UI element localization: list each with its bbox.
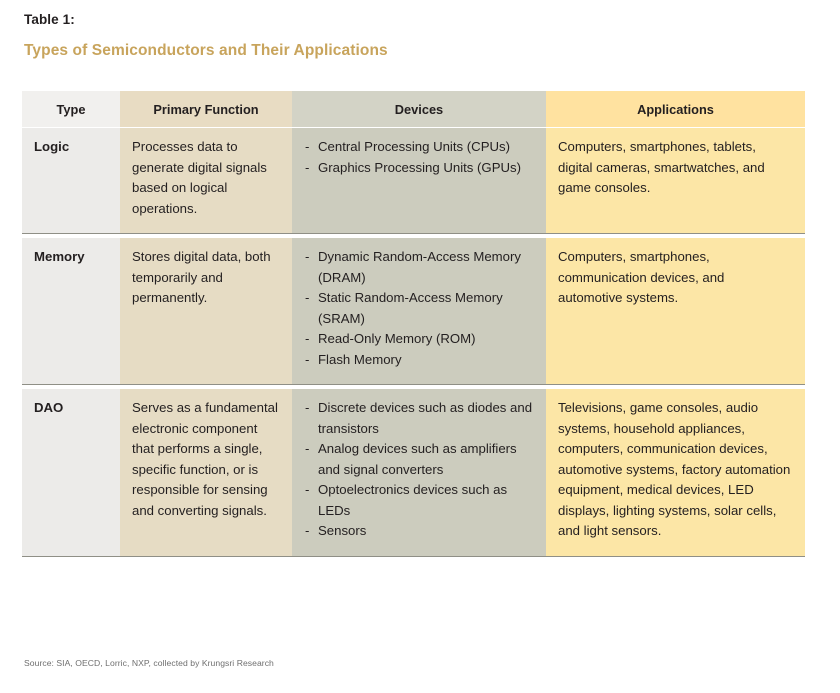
table-header-row: Type Primary Function Devices Applicatio… <box>22 91 805 128</box>
cell-type: Memory <box>22 238 120 385</box>
row-separator <box>22 233 805 238</box>
table-bottom-border <box>22 555 805 557</box>
table-row: Logic Processes data to generate digital… <box>22 127 805 234</box>
column-header-devices: Devices <box>292 91 546 128</box>
table-body: Logic Processes data to generate digital… <box>22 127 805 557</box>
list-item: Dynamic Random-Access Memory (DRAM) <box>303 247 536 288</box>
column-header-applications: Applications <box>546 91 805 128</box>
cell-devices: Central Processing Units (CPUs) Graphics… <box>292 127 546 234</box>
cell-primary-function: Processes data to generate digital signa… <box>120 127 292 234</box>
cell-applications: Computers, smartphones, communication de… <box>546 238 805 385</box>
cell-primary-function: Stores digital data, both temporarily an… <box>120 238 292 385</box>
cell-applications: Televisions, game consoles, audio system… <box>546 389 805 556</box>
list-item: Discrete devices such as diodes and tran… <box>303 398 536 439</box>
semiconductor-types-table: Type Primary Function Devices Applicatio… <box>22 91 805 557</box>
table-row: Memory Stores digital data, both tempora… <box>22 238 805 385</box>
page-title: Types of Semiconductors and Their Applic… <box>24 42 388 59</box>
row-separator <box>22 384 805 389</box>
table-label: Table 1: <box>24 12 75 27</box>
column-header-type: Type <box>22 91 120 128</box>
list-item: Static Random-Access Memory (SRAM) <box>303 288 536 329</box>
list-item: Sensors <box>303 521 536 542</box>
devices-list: Dynamic Random-Access Memory (DRAM) Stat… <box>303 247 536 370</box>
cell-devices: Dynamic Random-Access Memory (DRAM) Stat… <box>292 238 546 385</box>
list-item: Central Processing Units (CPUs) <box>303 137 536 158</box>
devices-list: Central Processing Units (CPUs) Graphics… <box>303 137 536 178</box>
devices-list: Discrete devices such as diodes and tran… <box>303 398 536 542</box>
column-header-primary-function: Primary Function <box>120 91 292 128</box>
cell-primary-function: Serves as a fundamental electronic compo… <box>120 389 292 556</box>
list-item: Flash Memory <box>303 350 536 371</box>
source-note: Source: SIA, OECD, Lorric, NXP, collecte… <box>24 658 274 668</box>
cell-devices: Discrete devices such as diodes and tran… <box>292 389 546 556</box>
table-row: DAO Serves as a fundamental electronic c… <box>22 389 805 556</box>
list-item: Graphics Processing Units (GPUs) <box>303 158 536 179</box>
cell-applications: Computers, smartphones, tablets, digital… <box>546 127 805 234</box>
cell-type: DAO <box>22 389 120 556</box>
list-item: Optoelectronics devices such as LEDs <box>303 480 536 521</box>
list-item: Analog devices such as amplifiers and si… <box>303 439 536 480</box>
list-item: Read-Only Memory (ROM) <box>303 329 536 350</box>
cell-type: Logic <box>22 127 120 234</box>
